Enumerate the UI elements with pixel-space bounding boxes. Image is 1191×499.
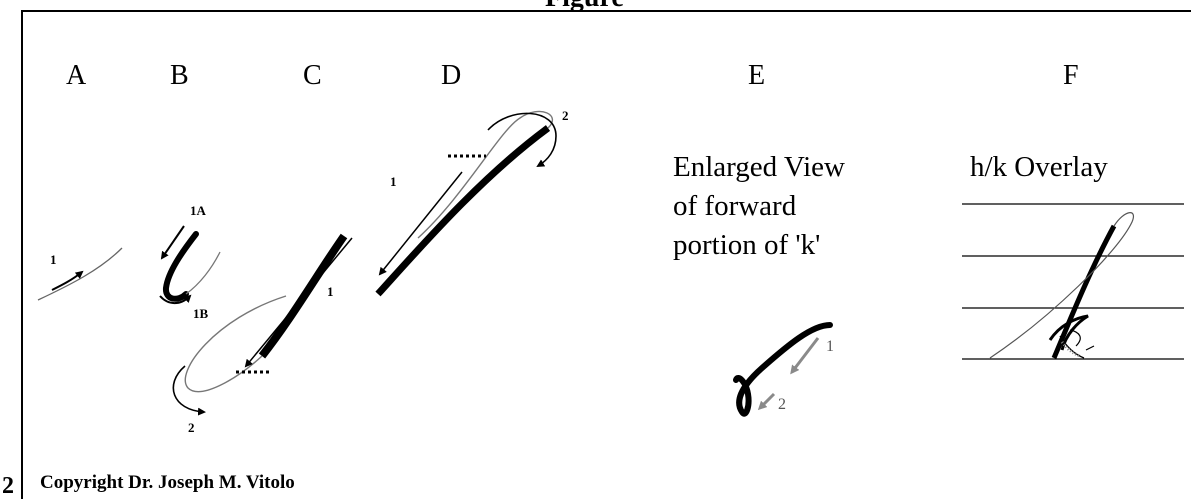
panel-d-step-label-2: 2: [562, 108, 569, 123]
panel-d-step-label-1: 1: [390, 174, 397, 189]
panel-c-stroke: 1 2: [173, 236, 352, 435]
panel-e-step-label-2: 2: [778, 396, 786, 413]
panel-c-step-label-2: 2: [188, 420, 195, 435]
panel-e-stroke: 1 2: [736, 325, 834, 414]
panel-b-step-label-1a: 1A: [190, 203, 207, 218]
panel-c-step-label-1: 1: [327, 284, 334, 299]
panel-b-stroke: 1A 1B: [160, 203, 220, 321]
panel-f-stroke: [962, 204, 1184, 359]
panel-b-step-label-1b: 1B: [193, 306, 209, 321]
panel-a-step-label: 1: [50, 252, 57, 267]
panel-a-stroke: 1: [38, 248, 122, 300]
panel-d-stroke: 1 2: [378, 108, 569, 294]
panel-e-step-label-1: 1: [826, 338, 834, 355]
